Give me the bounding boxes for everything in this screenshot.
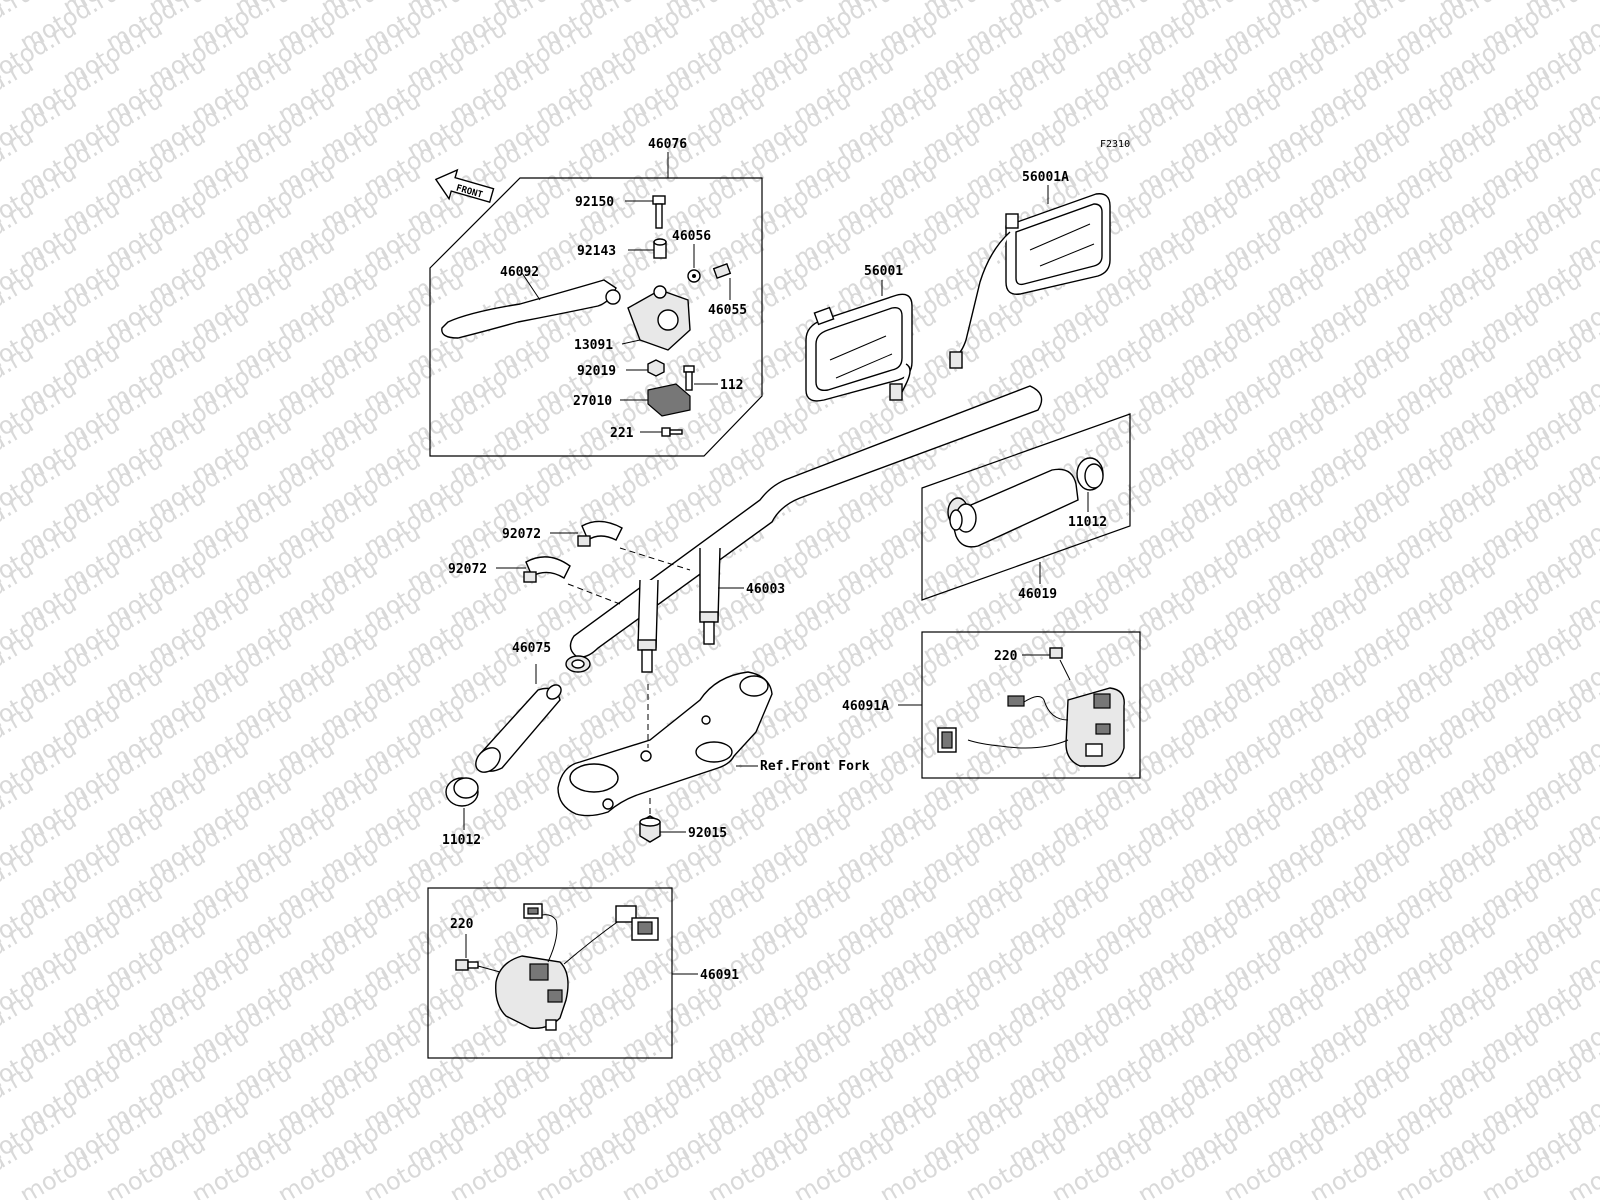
label-92072-upper: 92072 — [502, 527, 541, 542]
label-92015: 92015 — [688, 826, 727, 841]
label-46091A: 46091A — [842, 699, 889, 714]
screw-220-left — [455, 959, 479, 971]
label-46055: 46055 — [708, 303, 747, 318]
label-46076: 46076 — [648, 137, 687, 152]
label-27010: 27010 — [573, 394, 612, 409]
label-92072-lower: 92072 — [448, 562, 487, 577]
label-112: 112 — [720, 378, 743, 393]
label-56001A: 56001A — [1022, 170, 1069, 185]
label-11012-right: 11012 — [1068, 515, 1107, 530]
collar-92143 — [653, 238, 667, 259]
end-cap-11012-left — [445, 777, 479, 807]
label-13091: 13091 — [574, 338, 613, 353]
label-46003: 46003 — [746, 582, 785, 597]
label-92150: 92150 — [575, 195, 614, 210]
label-92143: 92143 — [577, 244, 616, 259]
mirror-56001 — [805, 293, 913, 402]
label-46019: 46019 — [1018, 587, 1057, 602]
clamp-92072-upper — [577, 520, 623, 547]
label-220-right: 220 — [994, 649, 1018, 664]
screw-220-right — [1049, 647, 1063, 659]
label-46056: 46056 — [672, 229, 711, 244]
label-46092: 46092 — [500, 265, 539, 280]
label-56001: 56001 — [864, 264, 903, 279]
nut-92015 — [639, 815, 661, 843]
label-46091: 46091 — [700, 968, 739, 983]
label-46075: 46075 — [512, 641, 551, 656]
label-92019: 92019 — [577, 364, 616, 379]
end-cap-11012-right — [1076, 457, 1104, 491]
label-11012-left: 11012 — [442, 833, 481, 848]
label-ref-front-fork: Ref.Front Fork — [760, 759, 870, 774]
bolt-112 — [683, 365, 695, 391]
label-220-left: 220 — [450, 917, 474, 932]
nut-92019 — [647, 359, 665, 377]
figure-code: F2310 — [1100, 139, 1130, 150]
label-221: 221 — [610, 426, 634, 441]
